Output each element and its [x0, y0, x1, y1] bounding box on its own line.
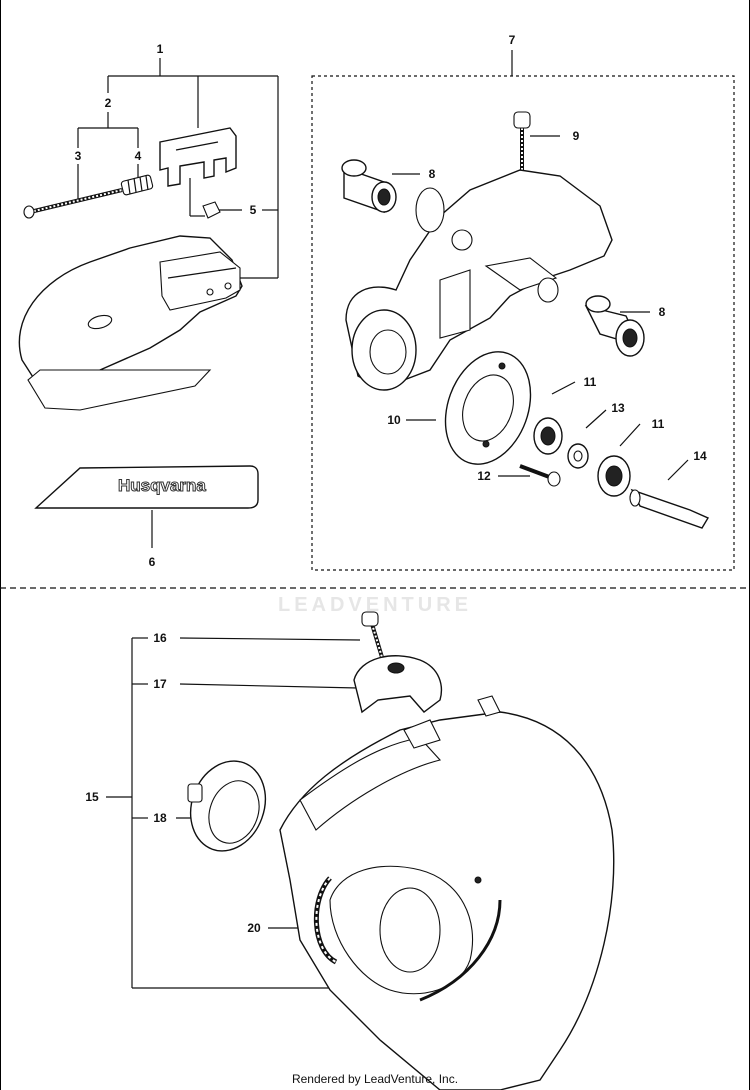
callout-11-b: 11 [651, 417, 665, 431]
callout-8-right: 8 [658, 305, 666, 319]
callout-4: 4 [134, 149, 142, 163]
part-7-arm-housing [345, 169, 613, 391]
part-5-nut [202, 201, 221, 219]
husqvarna-decal-text: Husqvarna [118, 476, 207, 496]
part-10-disc [444, 351, 532, 465]
part-13-spacer [567, 443, 589, 469]
callout-10: 10 [387, 413, 401, 427]
watermark: LEADVENTURE [277, 594, 472, 616]
footer-credit: Rendered by LeadVenture, Inc. [291, 1072, 459, 1086]
callout-12: 12 [477, 469, 491, 483]
part-16-screw [361, 611, 386, 665]
callout-1: 1 [156, 42, 164, 56]
part-1-guard [18, 235, 243, 411]
callout-5: 5 [249, 203, 257, 217]
callout-8-left: 8 [428, 167, 436, 181]
part-15-blade-guard [279, 695, 615, 1090]
leader-lines-kit-7 [392, 50, 689, 481]
part-20-belt [313, 876, 338, 965]
callout-14: 14 [693, 449, 707, 463]
callout-11-a: 11 [583, 375, 597, 389]
part-4-spring [120, 174, 154, 196]
part-18-ring [187, 760, 267, 852]
callout-20: 20 [247, 921, 261, 935]
part-3-adjust-screw [23, 188, 123, 219]
callout-9: 9 [572, 129, 580, 143]
callout-6: 6 [148, 555, 156, 569]
leader-lines-group-1 [77, 58, 279, 279]
part-bracket [159, 127, 237, 187]
callout-3: 3 [74, 149, 82, 163]
callout-7: 7 [508, 33, 516, 47]
part-8-bushing-left [341, 159, 397, 213]
callout-17: 17 [153, 677, 167, 691]
callout-16: 16 [153, 631, 167, 645]
part-11-bearing-a [533, 417, 563, 455]
callout-18: 18 [153, 811, 167, 825]
part-14-shaft [629, 488, 710, 529]
callout-15: 15 [85, 790, 99, 804]
part-17-clamp [353, 655, 443, 714]
part-8-bushing-right [584, 295, 645, 357]
kit-box-7 [311, 75, 735, 571]
callout-2: 2 [104, 96, 112, 110]
part-12-screw [519, 464, 561, 487]
part-6-decal [34, 465, 259, 548]
part-11-bearing-b [597, 455, 631, 497]
callout-13: 13 [611, 401, 625, 415]
